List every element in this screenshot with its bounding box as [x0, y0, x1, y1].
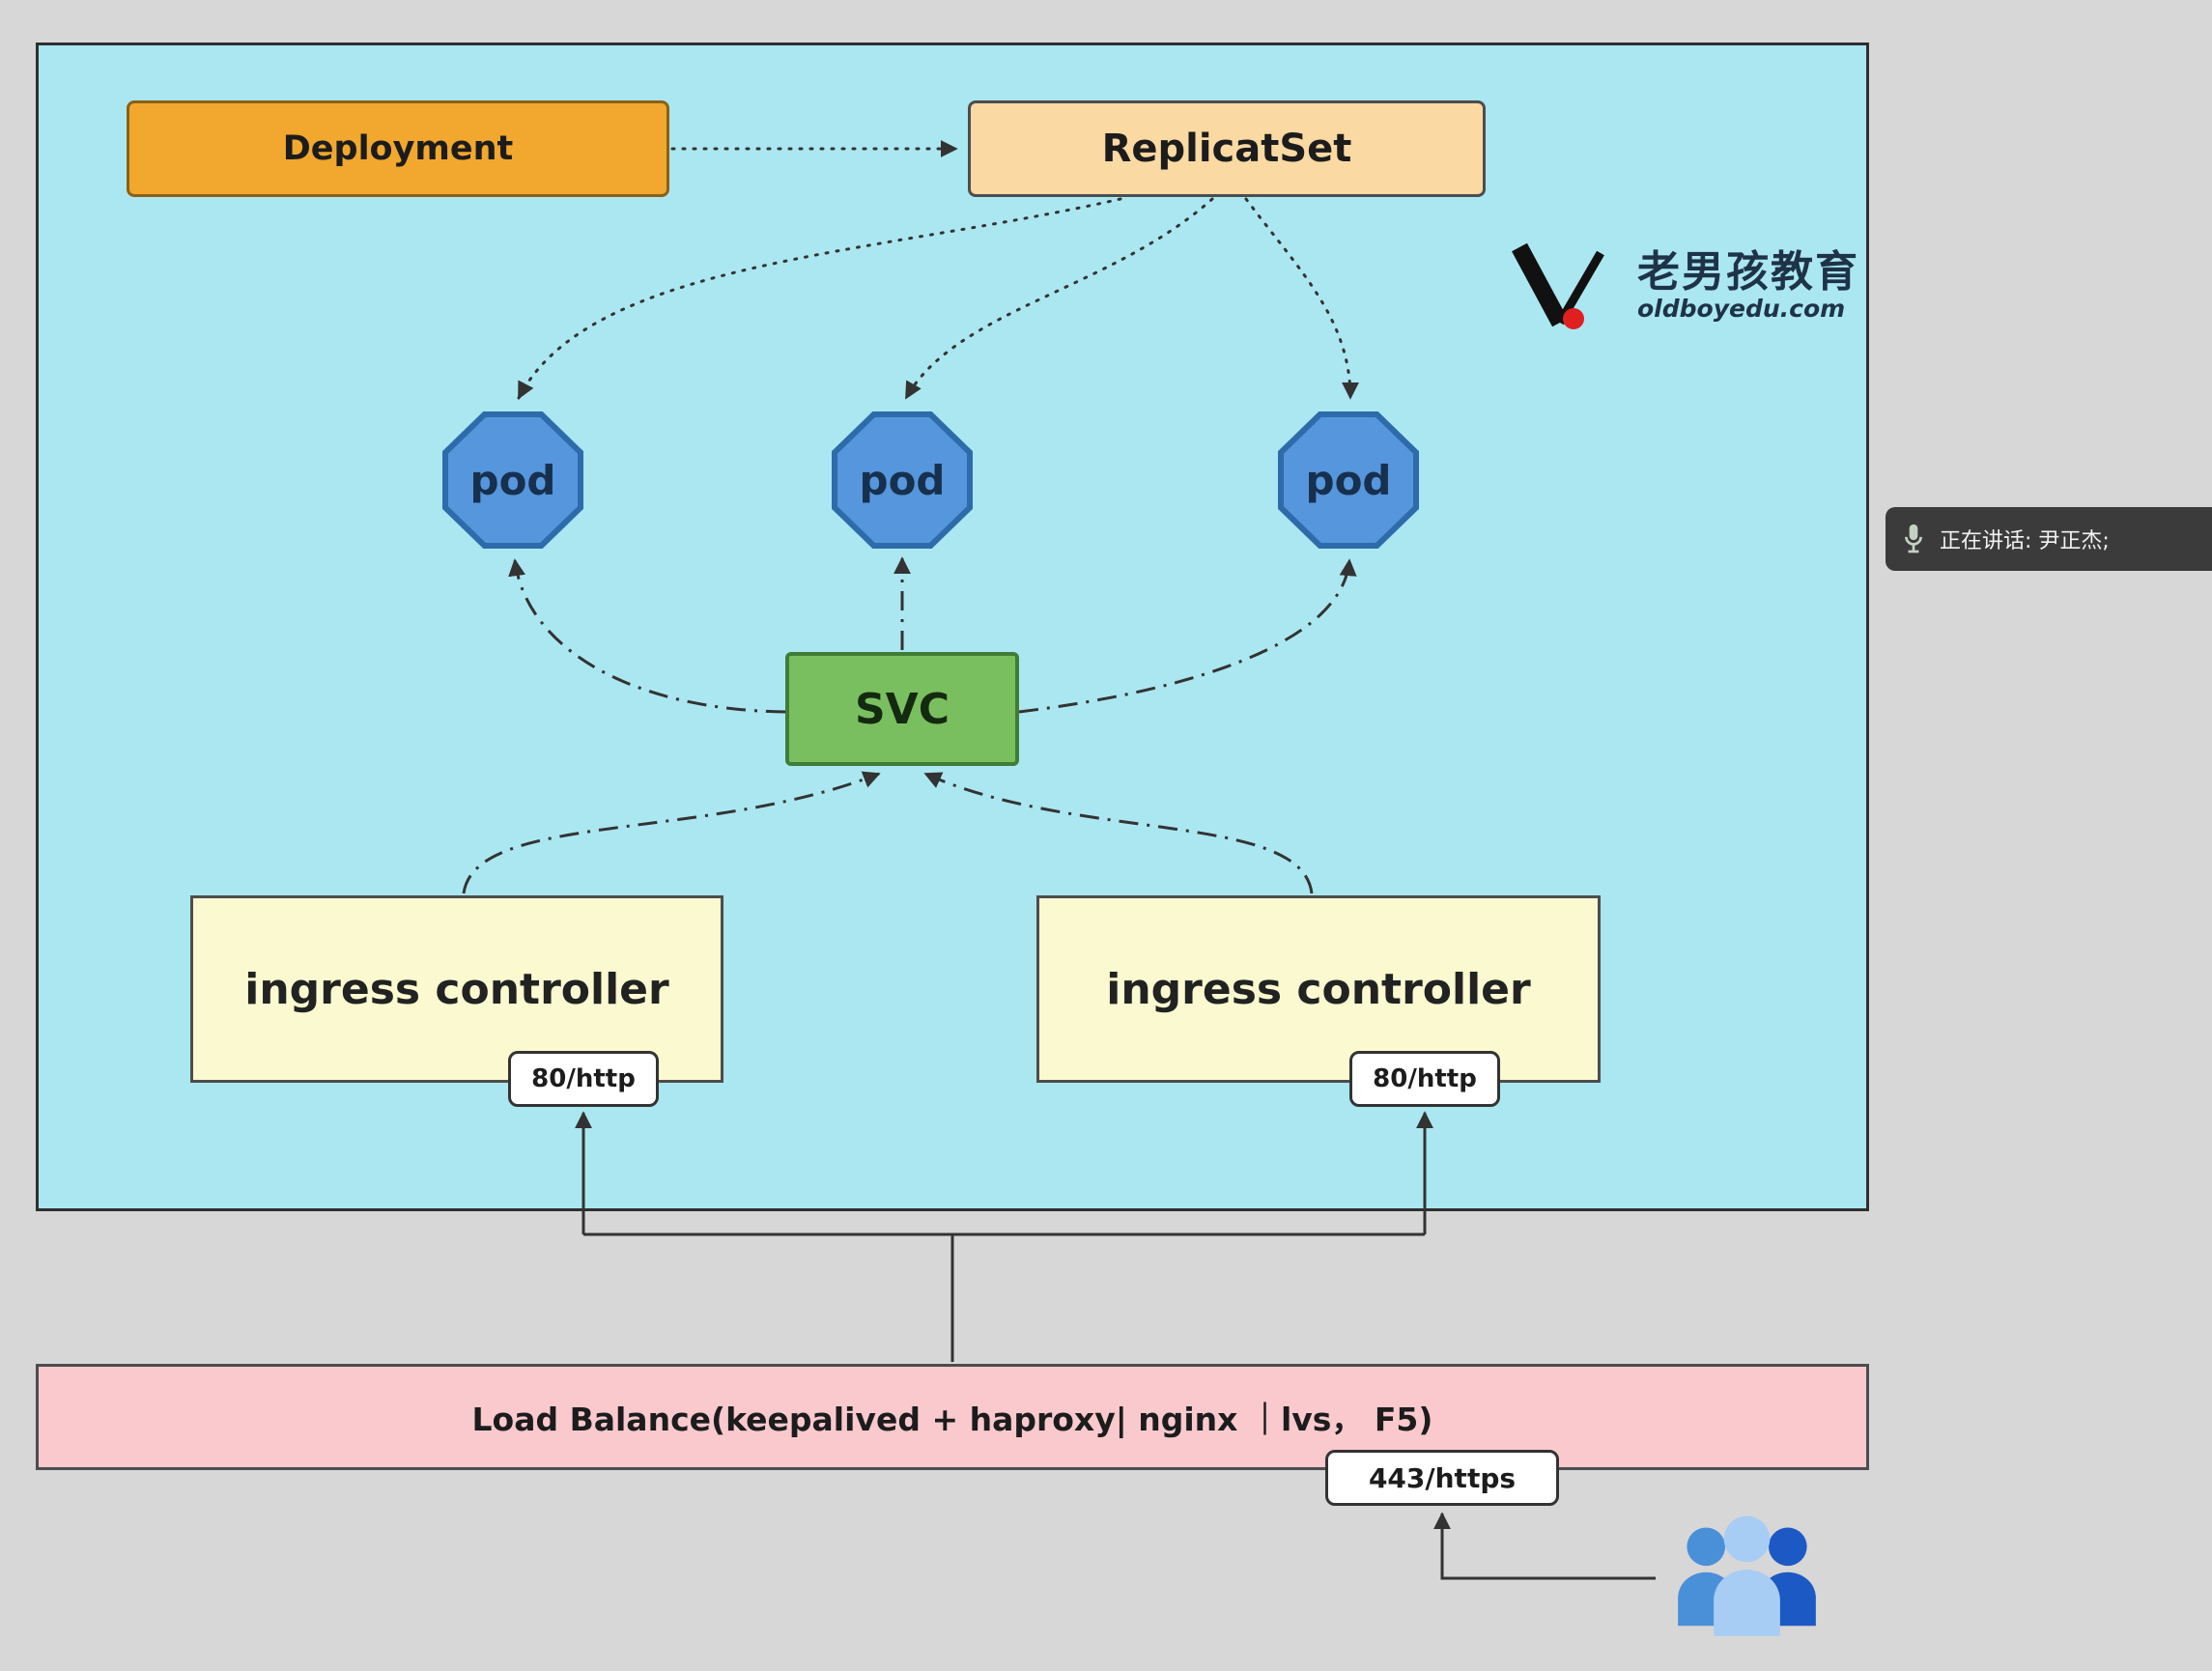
load-balancer-label: Load Balance(keepalived + haproxy| nginx…: [471, 1401, 1433, 1438]
logo-title: 老男孩教育: [1637, 247, 1859, 297]
oldboyedu-logo-icon: [1512, 242, 1604, 329]
edge-svc-pod1: [508, 558, 786, 714]
pod-node-2: pod: [832, 411, 973, 549]
replicaset-label: ReplicatSet: [1101, 127, 1352, 171]
oldboyedu-logo-text: 老男孩教育 oldboyedu.com: [1637, 247, 1859, 324]
edge-svc-pod3: [1018, 558, 1357, 714]
replicaset-node: ReplicatSet: [968, 100, 1486, 197]
pod-label: pod: [469, 456, 556, 504]
port-badge-http-left: 80/http: [508, 1051, 659, 1107]
pod-node-3: pod: [1278, 411, 1419, 549]
port-badge-http-left-label: 80/http: [531, 1064, 636, 1093]
edge-replicaset-pod3: [1244, 197, 1359, 400]
pod-octagon-fill: [1284, 417, 1413, 543]
load-balancer-node: Load Balance(keepalived + haproxy| nginx…: [36, 1364, 1869, 1470]
ingress-controller-left-label: ingress controller: [244, 964, 669, 1014]
svc-label: SVC: [854, 684, 950, 734]
port-badge-https-label: 443/https: [1368, 1461, 1517, 1494]
port-badge-http-right-label: 80/http: [1373, 1064, 1477, 1093]
speaking-indicator-text: 正在讲话: 尹正杰;: [1940, 529, 2110, 553]
pod-octagon-fill: [448, 417, 578, 543]
pod-label: pod: [859, 456, 946, 504]
edge-replicaset-pod2: [904, 197, 1214, 400]
port-badge-http-right: 80/http: [1349, 1051, 1500, 1107]
ingress-controller-right-label: ingress controller: [1106, 964, 1531, 1014]
logo-domain: oldboyedu.com: [1637, 295, 1846, 324]
speaking-indicator-overlay: 正在讲话: 尹正杰;: [1886, 507, 2212, 571]
users-icon: [1678, 1515, 1816, 1636]
ingress-controller-right-node: ingress controller: [1036, 895, 1601, 1083]
edge-ingress-left-svc: [462, 771, 881, 894]
port-badge-https: 443/https: [1325, 1450, 1559, 1506]
edge-ingress-right-svc: [923, 772, 1314, 894]
svc-node: SVC: [785, 652, 1019, 766]
oldboyedu-logo: 老男孩教育 oldboyedu.com: [1512, 238, 1859, 334]
deployment-label: Deployment: [282, 129, 514, 168]
deployment-node: Deployment: [127, 100, 669, 197]
microphone-icon: [1905, 524, 1922, 553]
edge-replicaset-pod1: [517, 197, 1122, 400]
pod-label: pod: [1305, 456, 1392, 504]
pod-octagon-fill: [837, 417, 967, 543]
users-group: [1658, 1507, 1836, 1644]
pod-node-1: pod: [442, 411, 583, 549]
edge-users-lb: [1433, 1512, 1656, 1580]
